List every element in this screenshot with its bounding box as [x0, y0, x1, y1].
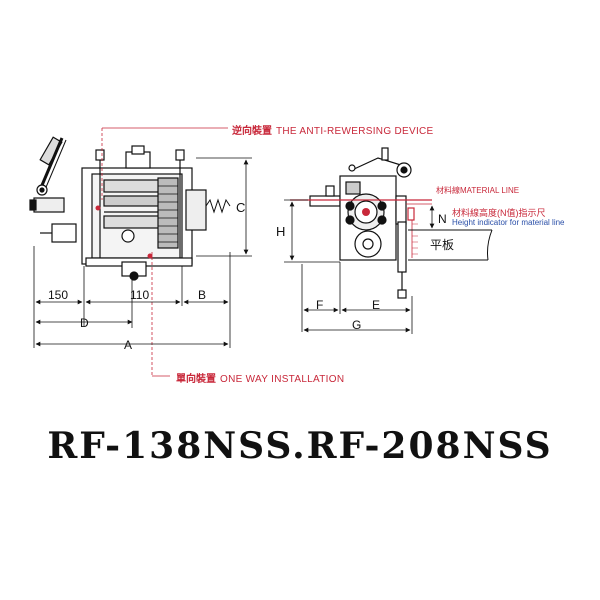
dim-d: D [80, 316, 89, 330]
dim-110: 110 [130, 288, 150, 302]
one-way-leader [151, 252, 170, 377]
gear-block [157, 177, 179, 249]
height-indicator-cn-label: 材料線高度(N值)指示尺 [452, 208, 546, 218]
dim-150: 150 [48, 288, 69, 302]
dim-c: C [236, 200, 246, 215]
dim-h: H [276, 224, 286, 239]
side-view [290, 147, 432, 299]
flat-plate [408, 229, 493, 261]
side-bracket [33, 197, 65, 213]
height-indicator-en-label: Height indicator for material line [452, 218, 565, 227]
model-title: RF-138NSS.RF-208NSS [47, 425, 553, 467]
front-dimensions [33, 157, 252, 348]
material-line-label: 材料線MATERIAL LINE [436, 186, 520, 195]
dim-a: A [124, 338, 133, 352]
one-way-en: ONE WAY INSTALLATION [220, 374, 345, 385]
anti-reverse-leader [101, 127, 228, 200]
one-way-cn: 單向裝置 [176, 374, 216, 385]
plate-label: 平板 [430, 238, 455, 252]
adjust-knob [51, 223, 77, 243]
one-way-caption: 單向裝置 ONE WAY INSTALLATION [176, 370, 344, 385]
anti-reverse-cn: 逆向裝置 [232, 126, 272, 137]
dim-n: N [438, 212, 447, 226]
anti-reverse-caption: 逆向裝置 THE ANTI-REWERSING DEVICE [232, 122, 434, 137]
front-view [29, 136, 231, 281]
dim-b: B [198, 288, 207, 302]
anti-reverse-en: THE ANTI-REWERSING DEVICE [276, 126, 434, 137]
dim-f: F [316, 298, 324, 312]
dim-e: E [372, 298, 381, 312]
release-lever [36, 136, 67, 196]
dim-g: G [352, 318, 362, 332]
side-dimensions [284, 199, 435, 334]
